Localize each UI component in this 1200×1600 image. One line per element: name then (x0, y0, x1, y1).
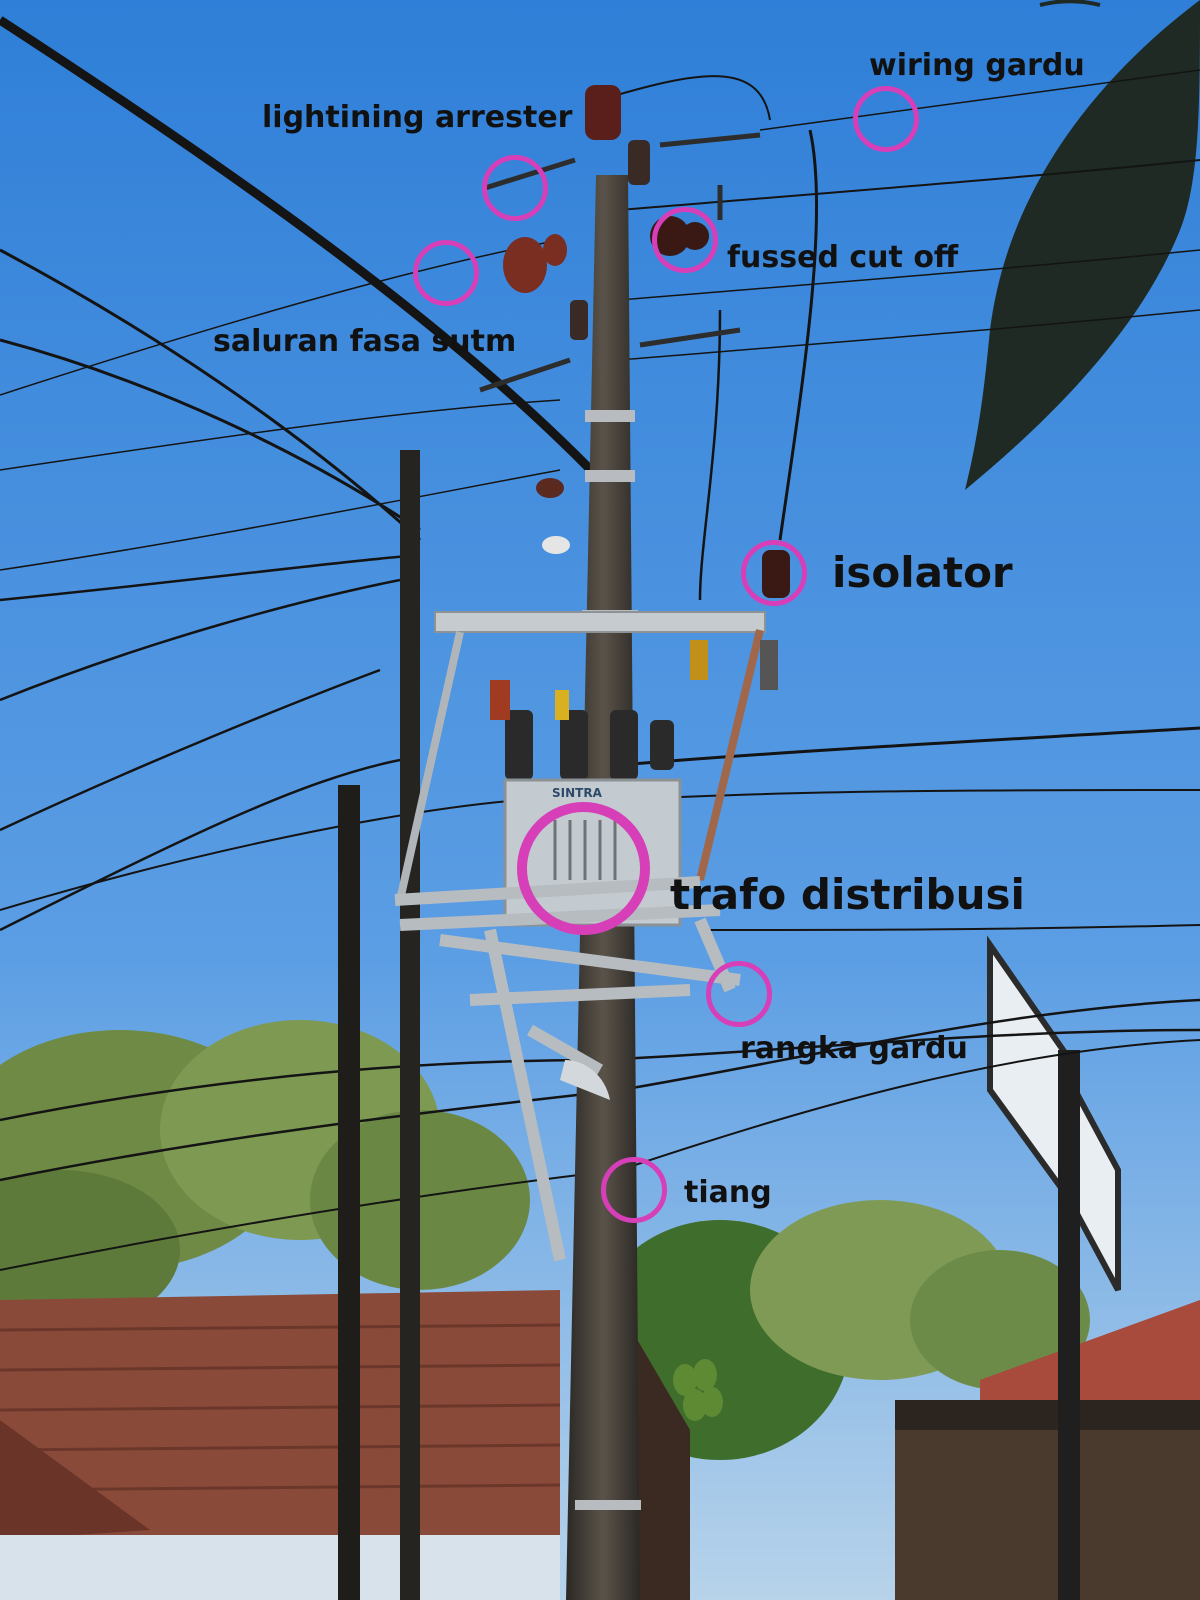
label-rangka: rangka gardu (740, 1031, 968, 1066)
pole-thin-1 (400, 450, 420, 1600)
leaf (965, 0, 1200, 490)
bushings (490, 680, 674, 780)
roof-right (980, 1300, 1200, 1400)
label-trafo: trafo distribusi (670, 870, 1025, 919)
label-wiring-gardu: wiring gardu (869, 48, 1085, 83)
marker-saluran-fasa (413, 240, 479, 306)
signboard (987, 935, 1121, 1600)
building-right (895, 1400, 1200, 1600)
papaya (673, 1359, 723, 1421)
marker-lightning-arrester (482, 155, 548, 221)
marker-fused-cut-off (652, 207, 718, 273)
label-lightning-arrester: lightining arrester (262, 100, 573, 135)
label-fused-cut-off: fussed cut off (727, 240, 959, 275)
trees (0, 1020, 1140, 1600)
house-wall (0, 1535, 560, 1600)
label-saluran-fasa: saluran fasa sutm (213, 324, 517, 359)
crossarm-upper (434, 611, 766, 633)
marker-trafo (517, 802, 650, 935)
label-tiang: tiang (684, 1175, 772, 1210)
label-isolator: isolator (832, 548, 1013, 597)
marker-tiang (601, 1157, 667, 1223)
power-lines (0, 16, 1200, 1271)
roof-ridge-left (0, 1420, 150, 1540)
transformer-brand: SINTRA (552, 786, 602, 800)
marker-isolator (741, 540, 807, 606)
marker-rangka (706, 961, 772, 1027)
marker-wiring-gardu (853, 86, 919, 152)
pole-thin-2 (338, 785, 360, 1600)
